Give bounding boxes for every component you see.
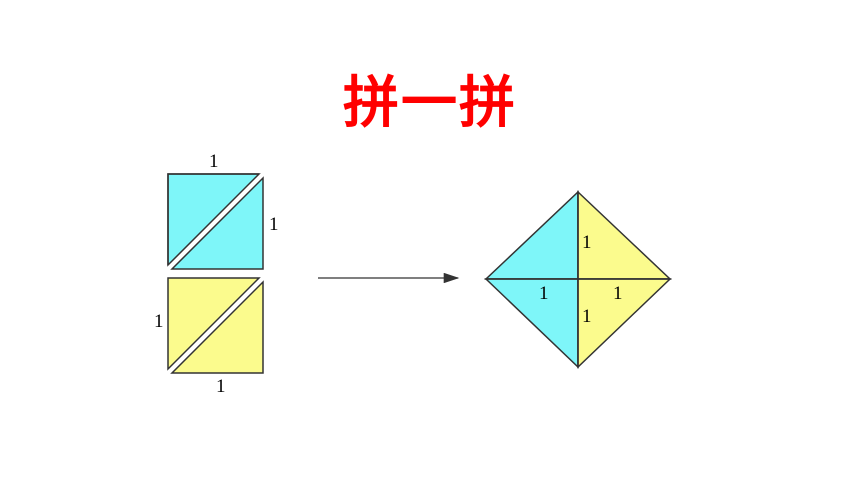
yellow-triangle-lower	[170, 280, 264, 374]
diamond-left-label: 1	[539, 283, 549, 304]
diamond-lower-label: 1	[582, 306, 592, 327]
cyan-triangle-lower	[170, 176, 264, 270]
diamond	[484, 190, 672, 369]
diamond-bottom-left-cyan	[484, 278, 579, 369]
diamond-top-left-cyan	[484, 190, 579, 280]
cyan-top-label: 1	[209, 151, 219, 172]
diamond-bottom-right-yellow	[577, 278, 672, 369]
diamond-right-label: 1	[613, 283, 623, 304]
yellow-triangle-upper	[167, 277, 261, 371]
cyan-square-outline	[167, 173, 259, 265]
yellow-square	[167, 277, 264, 374]
yellow-left-label: 1	[154, 311, 164, 332]
yellow-bottom-label: 1	[216, 376, 226, 397]
page-title: 拼一拼	[343, 71, 517, 136]
diamond-upper-label: 1	[582, 232, 592, 253]
cyan-square	[167, 173, 264, 270]
cyan-right-label: 1	[269, 214, 279, 235]
diamond-top-right-yellow	[577, 190, 672, 280]
